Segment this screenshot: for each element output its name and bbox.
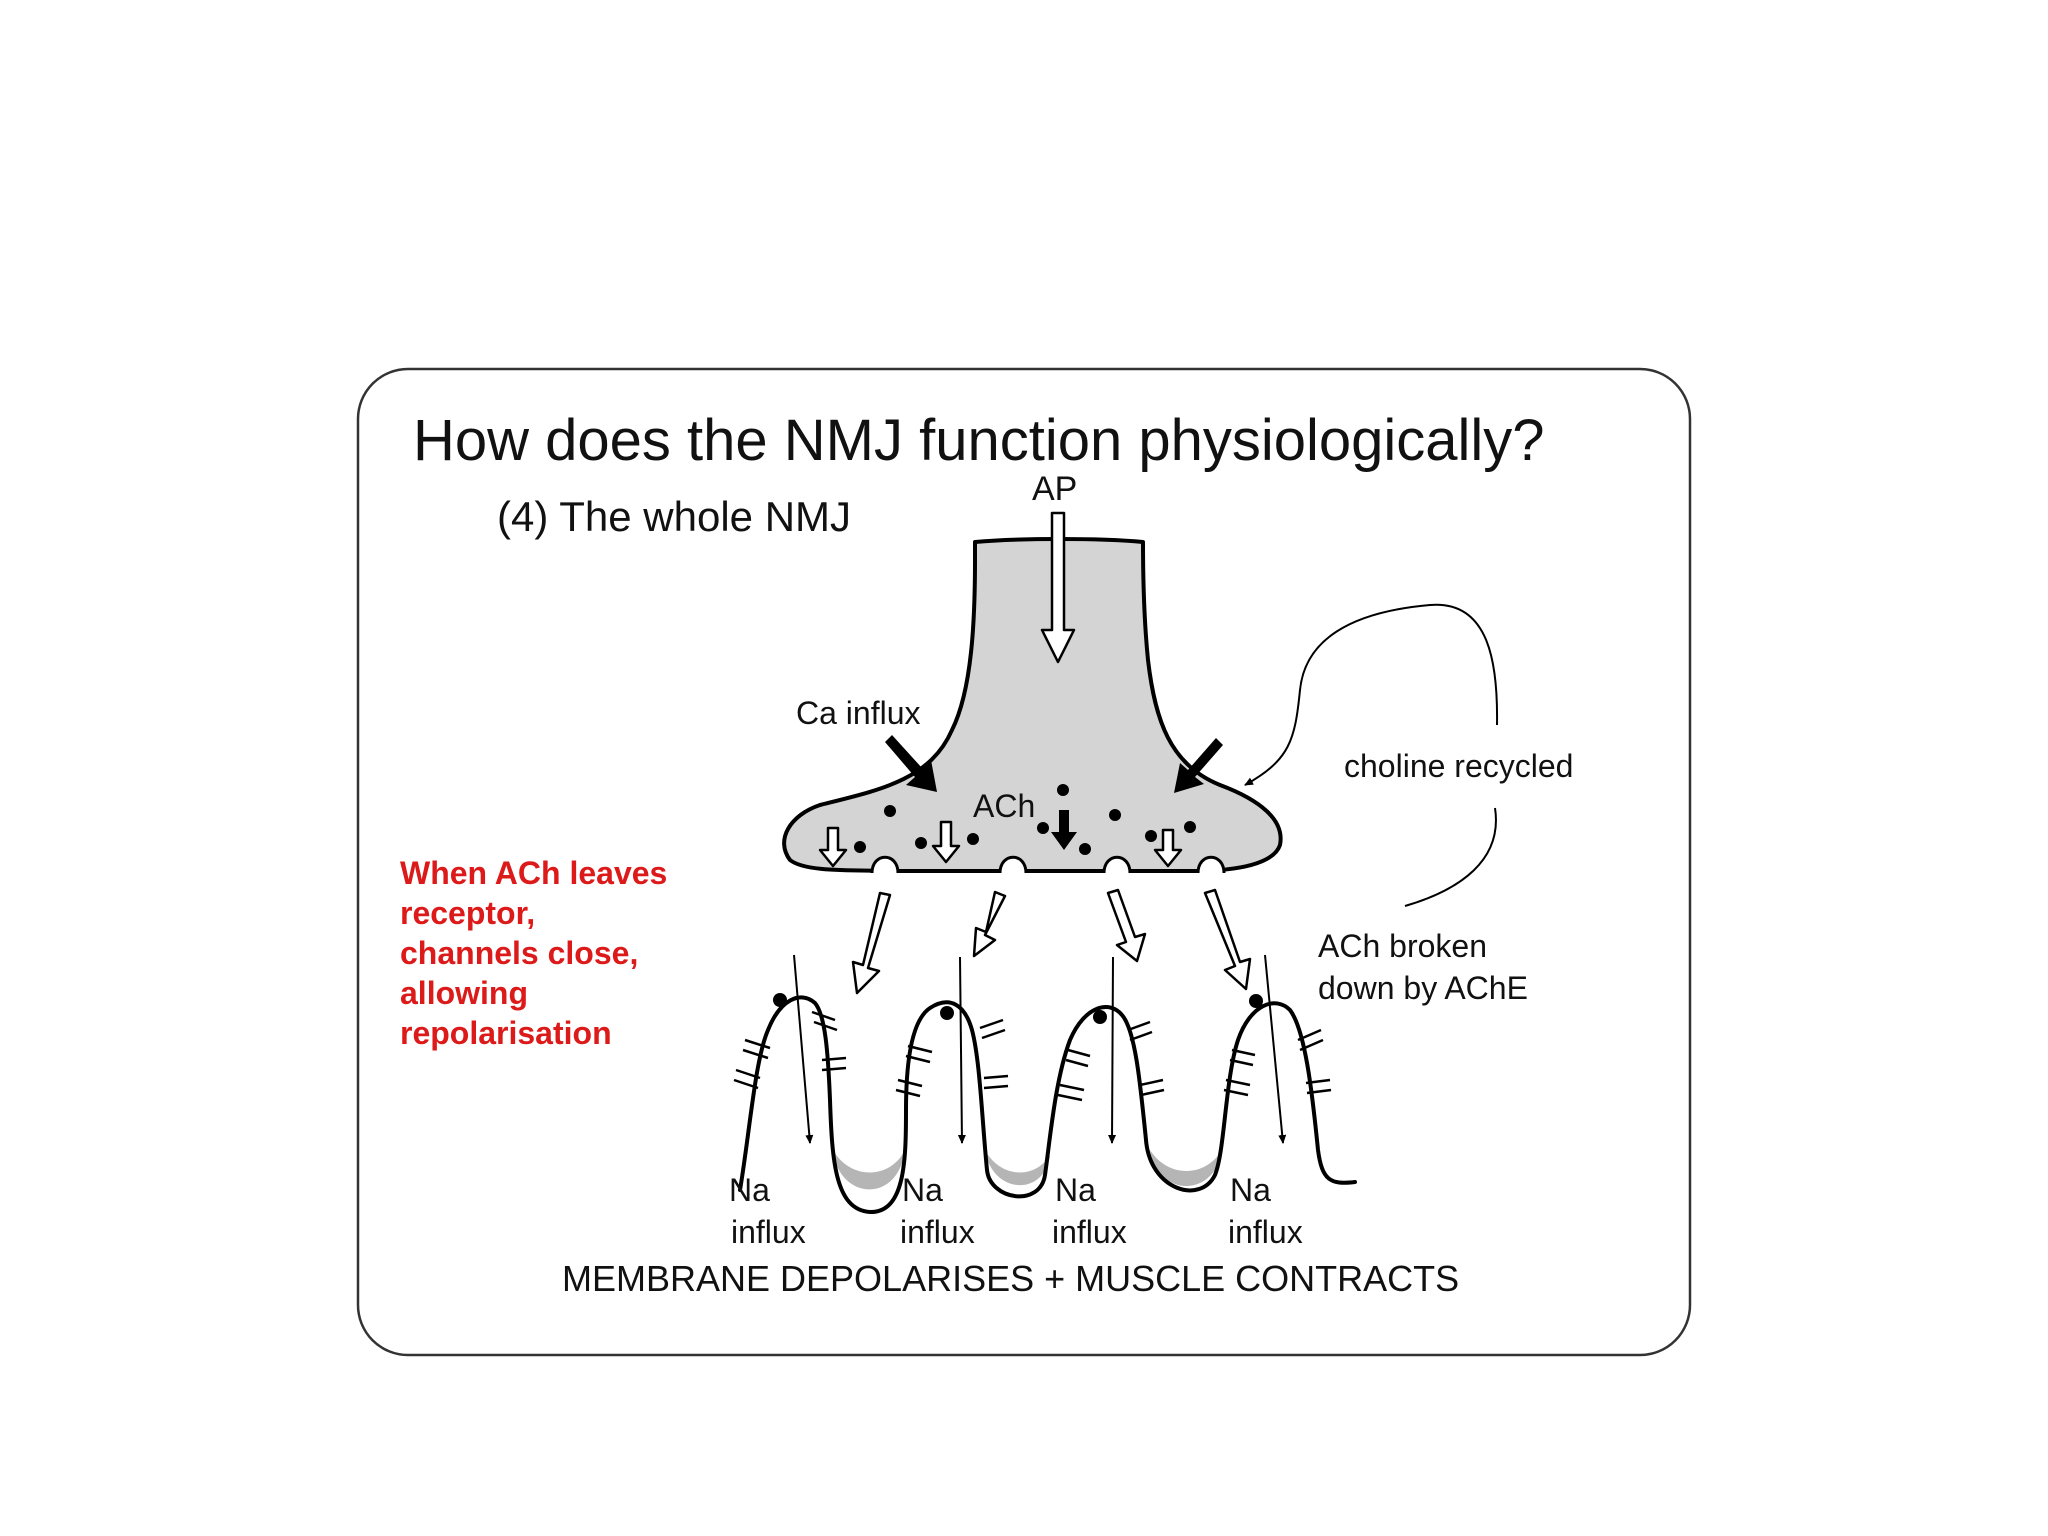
- ach-release-arrow: [1051, 810, 1077, 850]
- svg-text:When ACh leaves: When ACh leaves: [400, 855, 667, 891]
- choline-recycle-tail: [1404, 807, 1497, 907]
- nerve-terminal: [782, 537, 1283, 873]
- svg-text:Na: Na: [1055, 1172, 1096, 1208]
- slide-title: How does the NMJ function physiologicall…: [413, 408, 1545, 473]
- conclusion-text: MEMBRANE DEPOLARISES + MUSCLE CONTRACTS: [562, 1258, 1459, 1299]
- diffusion-arrows: [851, 888, 1252, 995]
- ach-label: ACh: [973, 788, 1035, 824]
- choline-recycle-curve: [1244, 603, 1499, 786]
- ca-influx-label: Ca influx: [796, 695, 921, 731]
- na-influx-arrows: [793, 954, 1287, 1144]
- svg-text:receptor,: receptor,: [400, 895, 535, 931]
- svg-text:influx: influx: [1228, 1214, 1303, 1250]
- svg-text:Na: Na: [1230, 1172, 1271, 1208]
- repolarisation-note: When ACh leaves receptor, channels close…: [400, 855, 667, 1051]
- na-influx-labels: Na influx Na influx Na influx Na influx: [729, 1172, 1303, 1250]
- svg-text:repolarisation: repolarisation: [400, 1015, 612, 1051]
- svg-text:influx: influx: [1052, 1214, 1127, 1250]
- ca-influx-arrows: [885, 735, 1223, 793]
- postsynaptic-membrane: [738, 995, 1357, 1215]
- ach-dots: [854, 784, 1196, 855]
- slide-subtitle: (4) The whole NMJ: [497, 493, 851, 540]
- ach-broken-label-line1: ACh broken: [1318, 928, 1487, 964]
- release-arrows: [818, 820, 1183, 868]
- release-sites: [870, 855, 1226, 874]
- svg-text:channels close,: channels close,: [400, 935, 638, 971]
- ion-channels: [733, 1010, 1332, 1102]
- svg-text:influx: influx: [900, 1214, 975, 1250]
- ap-arrow: [1040, 511, 1076, 664]
- ap-label: AP: [1032, 470, 1077, 508]
- svg-text:Na: Na: [729, 1172, 770, 1208]
- receptor-dots: [773, 993, 1263, 1024]
- fold-shading: [833, 1150, 1222, 1190]
- svg-text:Na: Na: [902, 1172, 943, 1208]
- choline-recycled-label: choline recycled: [1344, 748, 1573, 784]
- svg-text:influx: influx: [731, 1214, 806, 1250]
- svg-text:allowing: allowing: [400, 975, 528, 1011]
- ach-broken-label-line2: down by AChE: [1318, 970, 1528, 1006]
